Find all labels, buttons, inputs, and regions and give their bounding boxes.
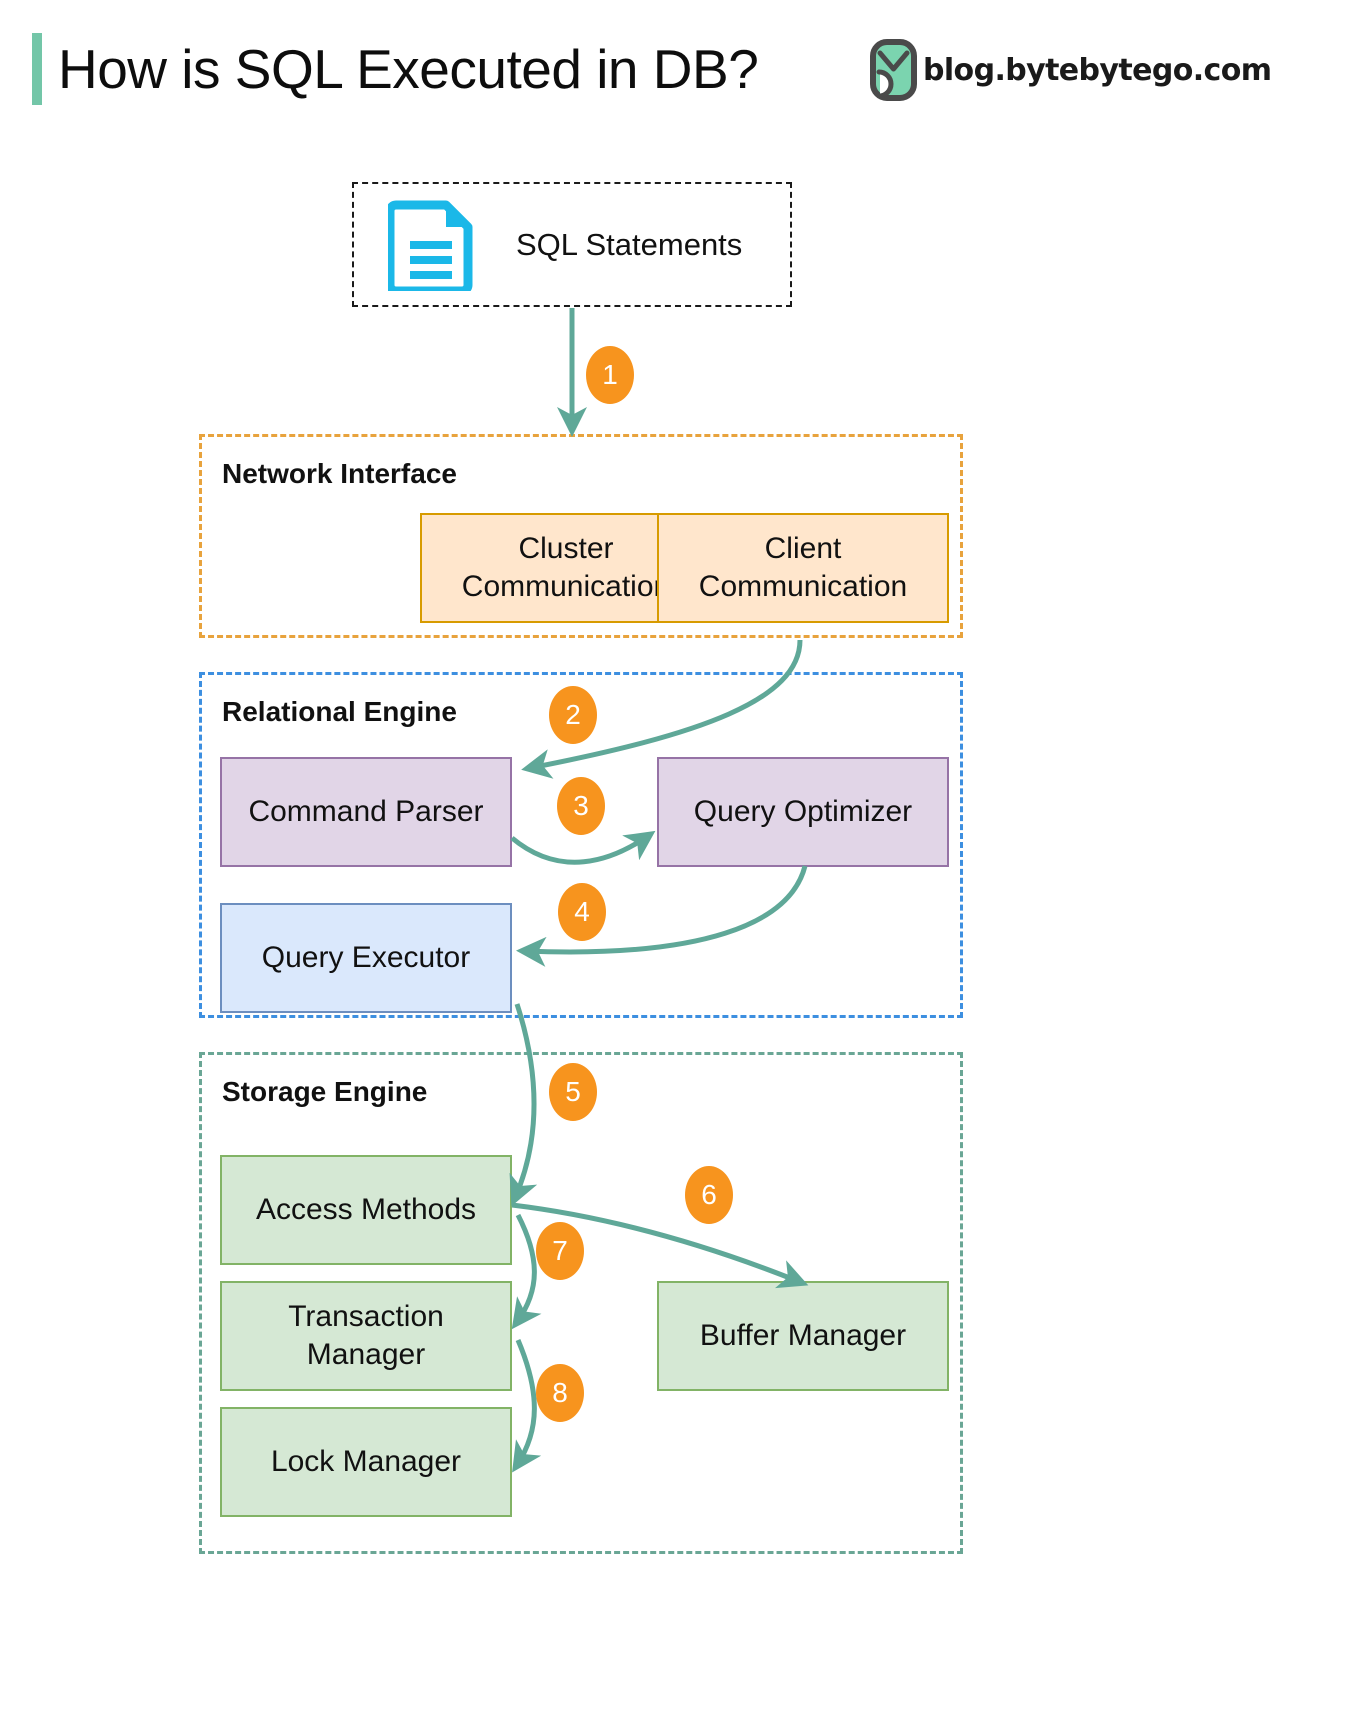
group-storage-engine: Storage Engine Access Methods Transactio… [199, 1052, 963, 1554]
node-label-line2: Communication [698, 570, 908, 603]
sql-statements-box: SQL Statements [352, 182, 792, 307]
step-badge-7: 7 [536, 1222, 584, 1280]
node-label: Command Parser [248, 795, 484, 828]
brand-attribution: blog.bytebytego.com [870, 39, 1272, 101]
bytebytego-logo-icon [870, 39, 917, 101]
brand-url: blog.bytebytego.com [923, 52, 1272, 88]
node-label-line1: Client [764, 532, 842, 565]
node-label-line2: Communication [461, 570, 671, 603]
node-query-executor: Query Executor [220, 903, 512, 1013]
step-badge-1: 1 [586, 346, 634, 404]
group-network-interface: Network Interface Cluster Communication … [199, 434, 963, 638]
node-label: Transaction Manager [288, 1298, 444, 1374]
document-icon [388, 200, 473, 291]
node-transaction-manager: Transaction Manager [220, 1281, 512, 1391]
page-title: How is SQL Executed in DB? [58, 38, 759, 100]
node-label-line1: Cluster [518, 532, 614, 565]
page-header: How is SQL Executed in DB? blog.bytebyte… [0, 0, 1358, 140]
node-client-communication: Client Communication [657, 513, 949, 623]
step-badge-4: 4 [558, 883, 606, 941]
node-label-line1: Transaction [288, 1300, 444, 1333]
node-label: Access Methods [255, 1193, 477, 1226]
step-badge-5: 5 [549, 1063, 597, 1121]
node-label: Client Communication [699, 530, 907, 606]
node-label-line2: Manager [306, 1338, 426, 1371]
node-label: Buffer Manager [699, 1319, 907, 1352]
group-title-network-interface: Network Interface [222, 458, 457, 489]
node-label: Cluster Communication [462, 530, 670, 606]
step-badge-2: 2 [549, 686, 597, 744]
node-lock-manager: Lock Manager [220, 1407, 512, 1517]
node-label: Query Executor [261, 941, 471, 974]
step-badge-6: 6 [685, 1166, 733, 1224]
group-title-relational-engine: Relational Engine [222, 696, 457, 727]
node-label: Lock Manager [270, 1445, 462, 1478]
group-title-storage-engine: Storage Engine [222, 1076, 428, 1107]
sql-statements-label: SQL Statements [516, 226, 743, 262]
node-command-parser: Command Parser [220, 757, 512, 867]
node-buffer-manager: Buffer Manager [657, 1281, 949, 1391]
node-label: Query Optimizer [693, 795, 913, 828]
step-badge-8: 8 [536, 1364, 584, 1422]
step-badge-3: 3 [557, 777, 605, 835]
node-query-optimizer: Query Optimizer [657, 757, 949, 867]
title-accent-bar [32, 33, 42, 105]
node-access-methods: Access Methods [220, 1155, 512, 1265]
